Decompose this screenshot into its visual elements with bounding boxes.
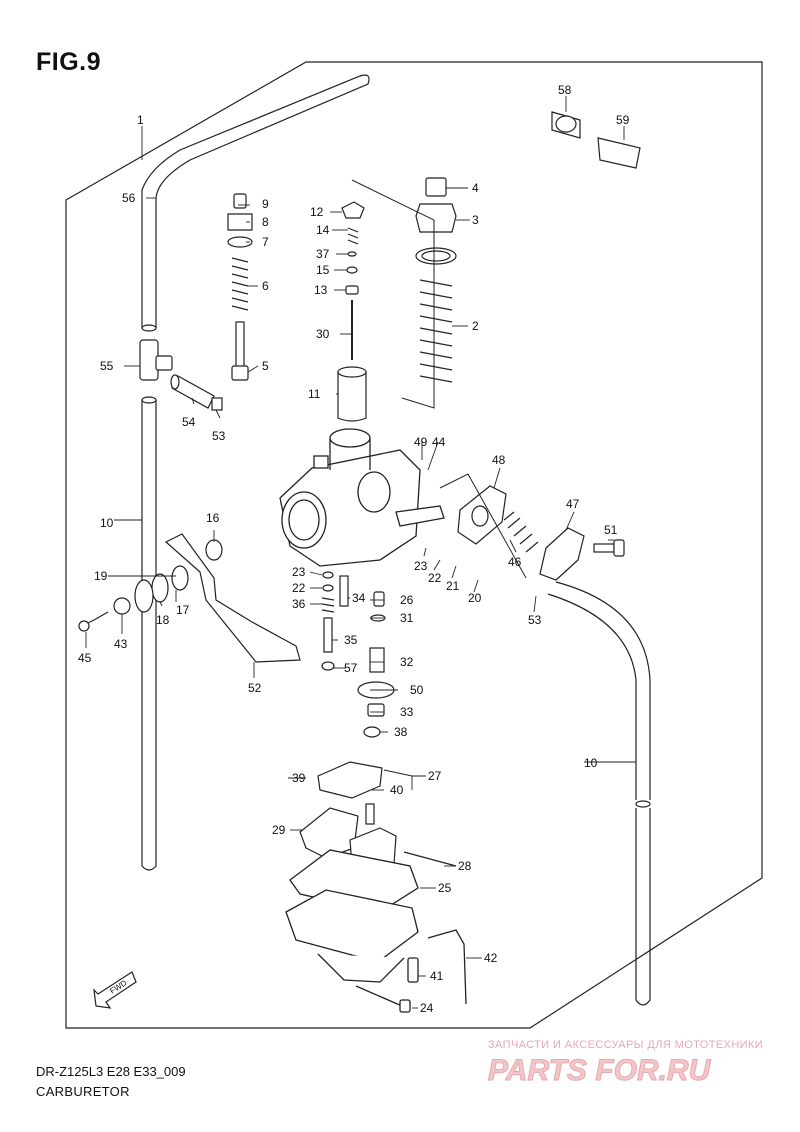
- callout-50: 50: [410, 683, 424, 697]
- callout-36: 36: [292, 597, 306, 611]
- frame-outline: [65, 61, 763, 1029]
- bracket-fasteners: [78, 539, 223, 632]
- callout-23-right: 23: [414, 559, 428, 573]
- callout-38: 38: [394, 725, 408, 739]
- callout-12: 12: [310, 205, 324, 219]
- callout-10-left: 10: [100, 516, 114, 530]
- fwd-arrow-icon: FWD: [93, 971, 137, 1009]
- callout-39: 39: [292, 771, 306, 785]
- callout-40: 40: [390, 783, 404, 797]
- callout-48: 48: [492, 453, 506, 467]
- needle-leader: [351, 179, 435, 409]
- model-code: DR-Z125L3 E28 E33_009: [36, 1064, 186, 1079]
- callout-51: 51: [604, 523, 618, 537]
- callout-2: 2: [472, 319, 479, 333]
- choke-assembly: [457, 485, 625, 581]
- callout-5: 5: [262, 359, 269, 373]
- callout-54: 54: [182, 415, 196, 429]
- choke-leader: [439, 473, 527, 579]
- callout-46: 46: [508, 555, 522, 569]
- callout-13: 13: [314, 283, 328, 297]
- top-cap-assembly: [415, 177, 457, 383]
- needle-assembly: [337, 201, 367, 422]
- callout-26: 26: [400, 593, 414, 607]
- callout-27: 27: [428, 769, 442, 783]
- callout-59: 59: [616, 113, 630, 127]
- callout-37: 37: [316, 247, 330, 261]
- callout-18: 18: [156, 613, 170, 627]
- callout-55: 55: [100, 359, 114, 373]
- callout-17: 17: [176, 603, 190, 617]
- callout-9: 9: [262, 197, 269, 211]
- callout-41: 41: [430, 969, 444, 983]
- callout-6: 6: [262, 279, 269, 293]
- callout-28: 28: [458, 859, 472, 873]
- callout-14: 14: [316, 223, 330, 237]
- callout-53-right: 53: [528, 613, 542, 627]
- float-bowl: [285, 849, 467, 1013]
- callout-49: 49: [414, 435, 428, 449]
- callout-22-right: 22: [428, 571, 442, 585]
- callout-57: 57: [344, 661, 358, 675]
- leader-lines: [85, 96, 636, 1009]
- callout-11: 11: [308, 387, 321, 401]
- callout-29: 29: [272, 823, 286, 837]
- callout-52: 52: [248, 681, 262, 695]
- callout-43: 43: [114, 637, 128, 651]
- callout-47: 47: [566, 497, 580, 511]
- callout-21: 21: [446, 579, 460, 593]
- callout-30: 30: [316, 327, 330, 341]
- callout-58: 58: [558, 83, 572, 97]
- section-name: CARBURETOR: [36, 1084, 130, 1099]
- callout-34: 34: [352, 591, 366, 605]
- callout-16: 16: [206, 511, 220, 525]
- callout-42: 42: [484, 951, 498, 965]
- callout-44: 44: [432, 435, 446, 449]
- callout-56: 56: [122, 191, 136, 205]
- callout-25: 25: [438, 881, 452, 895]
- watermark-logo: PARTS FOR.RU: [488, 1054, 712, 1088]
- callout-32: 32: [400, 655, 414, 669]
- callout-3: 3: [472, 213, 479, 227]
- breather-tube: [141, 74, 370, 871]
- callout-22-left: 22: [292, 581, 306, 595]
- callout-19: 19: [94, 569, 108, 583]
- callout-8: 8: [262, 215, 269, 229]
- watermark-logo-text: PARTS FOR.RU: [488, 1054, 712, 1087]
- callout-45: 45: [78, 651, 92, 665]
- callout-15: 15: [316, 263, 330, 277]
- callout-24: 24: [420, 1001, 434, 1015]
- tee-fitting: [139, 339, 173, 381]
- callout-7: 7: [262, 235, 269, 249]
- throttle-stop-assembly: [227, 193, 253, 381]
- callout-labels: 1 2 3 4 5 6 7 8 9 10 10 11 12 13 14 15 1…: [78, 83, 630, 1015]
- cable-bracket: [164, 533, 301, 663]
- short-hose: [170, 374, 223, 411]
- drain-tube: [547, 581, 651, 1006]
- figure-title: FIG.9: [36, 48, 102, 76]
- callout-31: 31: [400, 611, 414, 625]
- callout-10-right: 10: [584, 756, 598, 770]
- hose-clamps: [551, 111, 641, 169]
- callout-35: 35: [344, 633, 358, 647]
- callout-23-left: 23: [292, 565, 306, 579]
- callout-1: 1: [137, 113, 144, 127]
- callout-20: 20: [468, 591, 482, 605]
- carburetor-body: [279, 428, 445, 567]
- watermark-tagline: ЗАПЧАСТИ И АКСЕССУАРЫ ДЛЯ МОТОТЕХНИКИ: [488, 1039, 764, 1051]
- callout-4: 4: [472, 181, 479, 195]
- callout-33: 33: [400, 705, 414, 719]
- callout-53-left: 53: [212, 429, 226, 443]
